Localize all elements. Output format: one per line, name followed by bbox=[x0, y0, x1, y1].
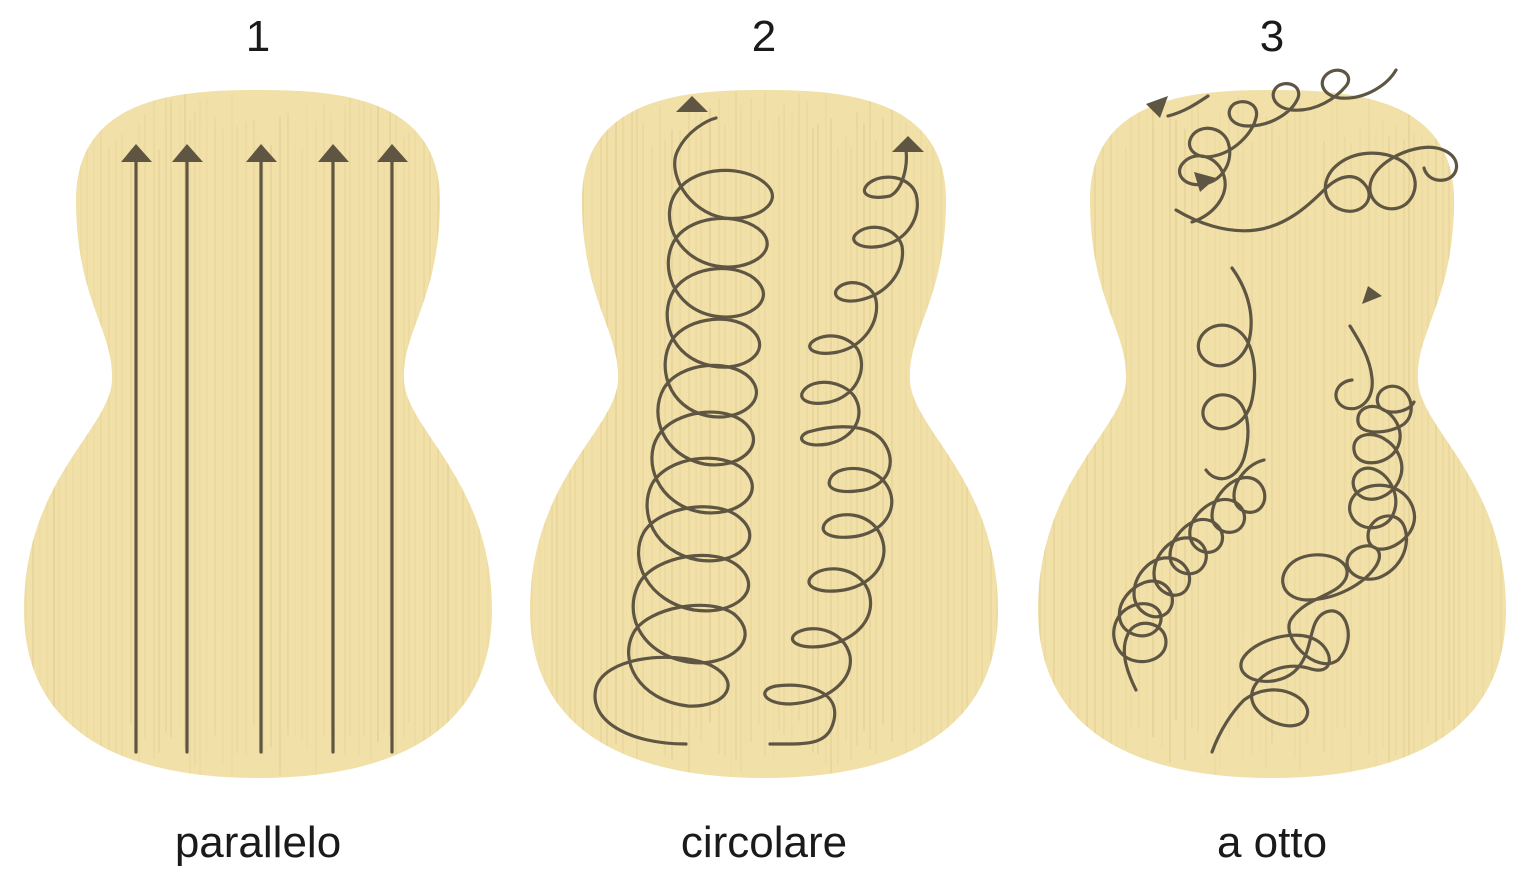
motion-stroke bbox=[763, 148, 919, 746]
guitar-top-circular bbox=[530, 90, 998, 778]
arrow-head bbox=[318, 144, 349, 162]
arrow-head bbox=[892, 136, 924, 152]
figure-eight-loops bbox=[1112, 68, 1459, 754]
motion-stroke bbox=[1334, 324, 1374, 411]
panel-number: 1 bbox=[245, 12, 271, 61]
motion-stroke bbox=[1166, 94, 1210, 118]
arrow-head bbox=[121, 144, 152, 162]
guitar-body-outline bbox=[24, 90, 492, 778]
panel-number: 3 bbox=[1259, 12, 1285, 61]
arrow-head bbox=[1194, 172, 1216, 192]
arrow-head bbox=[172, 144, 203, 162]
motion-stroke bbox=[1112, 458, 1267, 692]
panel-circular: 2 circolare bbox=[508, 0, 1020, 884]
motion-stroke bbox=[593, 116, 774, 746]
panel-label: circolare bbox=[680, 818, 848, 867]
motion-stroke bbox=[1196, 266, 1257, 481]
motion-stroke bbox=[1210, 384, 1416, 754]
arrow-head bbox=[377, 144, 408, 162]
arrow-head bbox=[1146, 96, 1168, 118]
panel-label: parallelo bbox=[174, 818, 342, 867]
guitar-body-outline bbox=[530, 90, 998, 778]
circular-spirals bbox=[593, 116, 919, 746]
guitar-top-figure-eight bbox=[1038, 68, 1506, 778]
motion-stroke bbox=[1177, 68, 1398, 224]
arrow-heads bbox=[676, 96, 924, 152]
arrow-heads bbox=[1146, 96, 1382, 304]
panel-number: 2 bbox=[751, 12, 777, 61]
parallel-arrows bbox=[134, 156, 394, 754]
panel-label: a otto bbox=[1216, 818, 1328, 867]
motion-stroke bbox=[1174, 145, 1459, 233]
arrow-head bbox=[676, 96, 708, 112]
guitar-top-parallel bbox=[24, 90, 492, 778]
arrow-head bbox=[1362, 286, 1382, 304]
panel-figure-eight: 3 a otto bbox=[1016, 0, 1528, 884]
arrow-head bbox=[246, 144, 277, 162]
arrow-heads bbox=[121, 144, 408, 162]
panel-parallel: 1 parallelo bbox=[2, 0, 514, 884]
